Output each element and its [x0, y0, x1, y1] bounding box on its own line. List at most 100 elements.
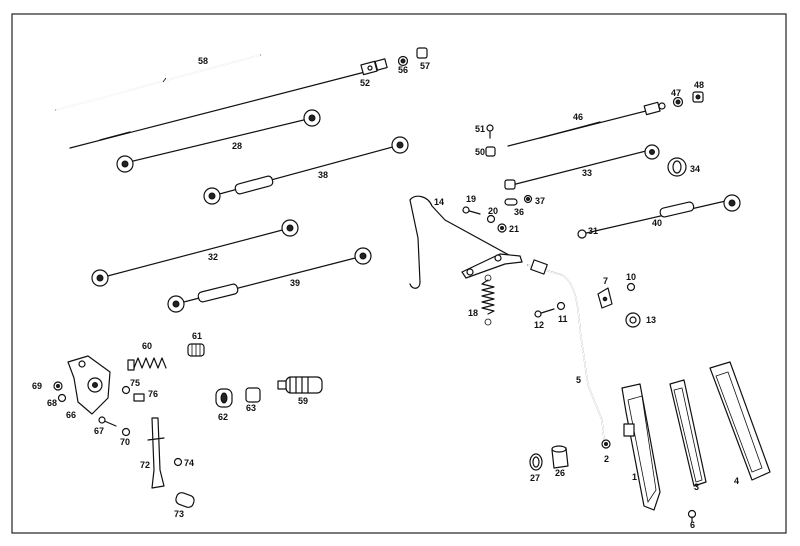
- part-47-nut: [672, 96, 684, 108]
- label-59: 59: [298, 396, 308, 406]
- part-67-screw: [98, 416, 117, 427]
- label-10: 10: [626, 272, 636, 282]
- label-46: 46: [573, 112, 583, 122]
- part-48-cap: [692, 91, 704, 103]
- part-51-bolt: [486, 124, 494, 139]
- part-46-cable: [507, 101, 666, 147]
- label-72: 72: [140, 460, 150, 470]
- part-58-rod: [55, 54, 261, 111]
- label-28: 28: [232, 141, 242, 151]
- label-50: 50: [475, 147, 485, 157]
- label-69: 69: [32, 381, 42, 391]
- label-21: 21: [509, 224, 519, 234]
- part-37-clip: [523, 194, 533, 204]
- part-1-pedal: [621, 383, 661, 511]
- part-39-rod: [167, 247, 372, 313]
- part-59-actuator: [277, 376, 323, 394]
- part-13-grommet: [625, 312, 641, 328]
- label-4: 4: [734, 476, 739, 486]
- callout-labels: 58 52 56 57 28 38 32 39 46 47 48 51 50 3…: [32, 56, 739, 530]
- label-3: 3: [694, 482, 699, 492]
- part-60-spring: [127, 357, 167, 371]
- label-38: 38: [318, 170, 328, 180]
- part-72-lever: [147, 417, 165, 489]
- part-63-sleeve: [245, 387, 261, 403]
- part-76-bolt: [133, 393, 145, 402]
- part-7-bracket: [597, 287, 613, 309]
- part-40-rod: [577, 194, 741, 239]
- label-13: 13: [646, 315, 656, 325]
- part-19-bolt: [462, 206, 481, 215]
- part-66-bracket: [67, 355, 111, 415]
- part-69-nut: [53, 381, 63, 391]
- label-2: 2: [604, 454, 609, 464]
- label-74: 74: [184, 458, 194, 468]
- part-14-lever: [409, 195, 523, 289]
- part-2-nut: [601, 439, 611, 449]
- label-1: 1: [632, 472, 637, 482]
- label-60: 60: [142, 341, 152, 351]
- label-6: 6: [690, 520, 695, 530]
- part-11-washer: [556, 301, 566, 311]
- part-56-nut: [397, 55, 409, 67]
- part-52-cable: [69, 58, 388, 149]
- part-32-rod: [91, 219, 299, 287]
- label-7: 7: [603, 276, 608, 286]
- label-63: 63: [246, 403, 256, 413]
- label-62: 62: [218, 412, 228, 422]
- part-10-clip: [626, 282, 636, 292]
- label-70: 70: [120, 437, 130, 447]
- part-62-bushing: [215, 388, 233, 408]
- label-11: 11: [558, 314, 568, 324]
- part-20-washer: [486, 214, 496, 224]
- label-75: 75: [130, 378, 140, 388]
- label-48: 48: [694, 80, 704, 90]
- part-28-rod: [116, 109, 321, 173]
- part-6-clip: [687, 509, 697, 523]
- part-68-washer: [57, 393, 67, 403]
- part-61-adjuster: [187, 343, 205, 357]
- label-58: 58: [198, 56, 208, 66]
- label-73: 73: [174, 509, 184, 519]
- label-19: 19: [466, 194, 476, 204]
- label-37: 37: [535, 196, 545, 206]
- part-4-mat: [709, 361, 771, 481]
- part-5-rod: [527, 259, 605, 441]
- part-27-ring: [529, 453, 543, 471]
- part-36-pin: [504, 198, 518, 206]
- part-38-rod: [203, 136, 409, 205]
- label-68: 68: [47, 398, 57, 408]
- label-76: 76: [148, 389, 158, 399]
- part-75-washer: [121, 385, 131, 395]
- label-20: 20: [488, 206, 498, 216]
- diagram-border: [11, 13, 787, 534]
- label-57: 57: [420, 61, 430, 71]
- label-12: 12: [534, 320, 544, 330]
- label-56: 56: [398, 65, 408, 75]
- label-40: 40: [652, 218, 662, 228]
- label-67: 67: [94, 426, 104, 436]
- label-5: 5: [576, 375, 581, 385]
- part-57-cap: [416, 47, 428, 59]
- part-70-nut: [121, 427, 131, 437]
- label-52: 52: [360, 78, 370, 88]
- label-51: 51: [475, 124, 485, 134]
- label-26: 26: [555, 468, 565, 478]
- label-32: 32: [208, 252, 218, 262]
- part-21-washer: [497, 223, 507, 233]
- part-12-screw: [534, 308, 555, 318]
- part-18-spring: [481, 274, 495, 326]
- label-31: 31: [588, 226, 598, 236]
- part-3-mat: [669, 379, 707, 487]
- label-61: 61: [192, 331, 202, 341]
- part-73-sleeve: [175, 492, 195, 508]
- label-34: 34: [690, 164, 700, 174]
- label-39: 39: [290, 278, 300, 288]
- label-14: 14: [434, 197, 444, 207]
- part-50-bushing: [485, 146, 496, 157]
- part-26-bushing: [551, 445, 569, 469]
- label-33: 33: [582, 168, 592, 178]
- label-18: 18: [468, 308, 478, 318]
- label-27: 27: [530, 473, 540, 483]
